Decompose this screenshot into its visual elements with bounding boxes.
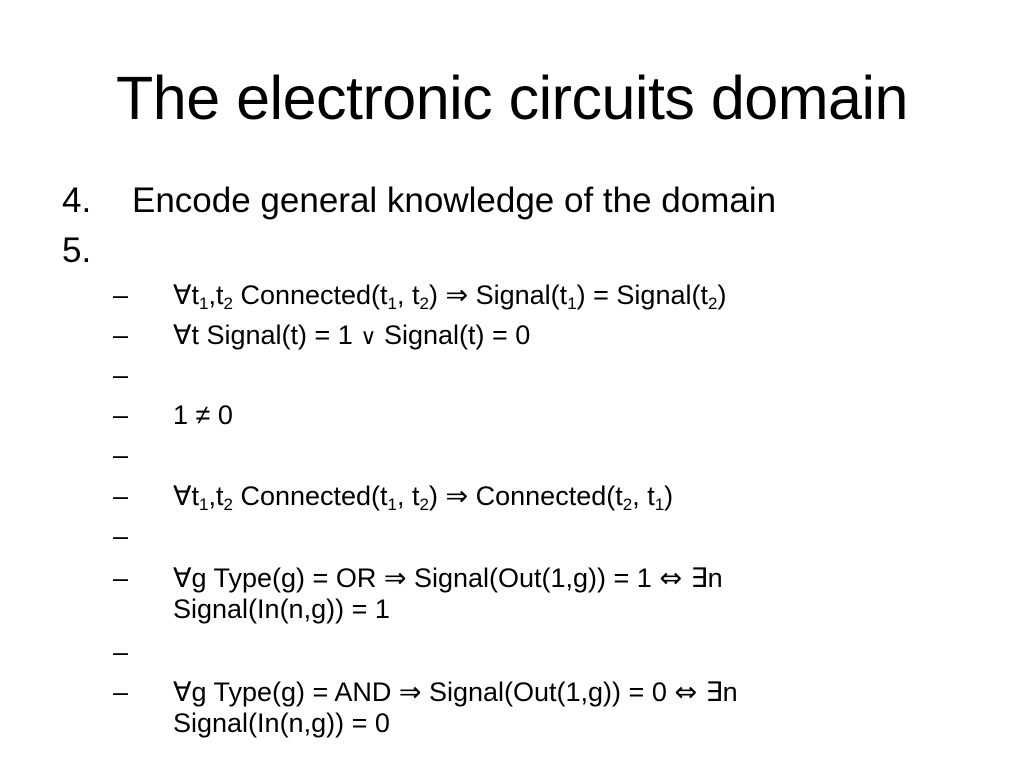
axiom-continuation: Signal(In(n,g)) = 1 [173, 594, 390, 624]
axiom-continuation: Signal(In(n,g)) = 0 [173, 708, 390, 738]
forall-symbol: ∀ [173, 280, 192, 311]
bullet-dash: – [113, 563, 129, 593]
item-text: Encode general knowledge of the domain [132, 181, 777, 220]
bullet-dash: – [113, 440, 129, 470]
implies-symbol: ⇒ [398, 677, 422, 708]
item-number: 5. [62, 231, 92, 270]
bullet-dash: – [113, 320, 129, 350]
axiom-text: ∀g Type(g) = AND ⇒ Signal(Out(1,g)) = 0 … [173, 677, 738, 738]
or-symbol: ∨ [360, 325, 377, 350]
iff-symbol: ⇔ [674, 677, 697, 708]
bullet-dash: – [113, 521, 129, 551]
exists-symbol: ∃ [696, 677, 723, 708]
axiom-text: ∀t1,t2 Connected(t1, t2) ⇒ Signal(t1) = … [173, 280, 727, 313]
forall-symbol: ∀ [173, 563, 192, 594]
implies-symbol: ⇒ [445, 481, 469, 512]
iff-symbol: ⇔ [659, 563, 682, 594]
item-number: 4. [62, 181, 92, 220]
bullet-dash: – [113, 677, 129, 707]
forall-symbol: ∀ [173, 677, 192, 708]
slide-title: The electronic circuits domain [116, 64, 908, 132]
bullet-dash: – [113, 481, 129, 511]
implies-symbol: ⇒ [445, 280, 469, 311]
forall-symbol: ∀ [173, 320, 192, 351]
bullet-dash: – [113, 280, 129, 310]
bullet-dash: – [113, 360, 129, 390]
bullet-dash: – [113, 400, 129, 430]
axiom-text: 1 ≠ 0 [173, 400, 233, 430]
exists-symbol: ∃ [681, 563, 708, 594]
numbered-item-5: 5. [62, 231, 132, 271]
implies-symbol: ⇒ [383, 563, 407, 594]
forall-symbol: ∀ [173, 481, 192, 512]
numbered-item-4: 4. Encode general knowledge of the domain [62, 181, 776, 221]
bullet-dash: – [113, 637, 129, 667]
axiom-text: ∀t1,t2 Connected(t1, t2) ⇒ Connected(t2,… [173, 481, 674, 514]
axiom-text: ∀g Type(g) = OR ⇒ Signal(Out(1,g)) = 1 ⇔… [173, 563, 723, 624]
axiom-text: ∀t Signal(t) = 1 ∨ Signal(t) = 0 [173, 320, 531, 351]
